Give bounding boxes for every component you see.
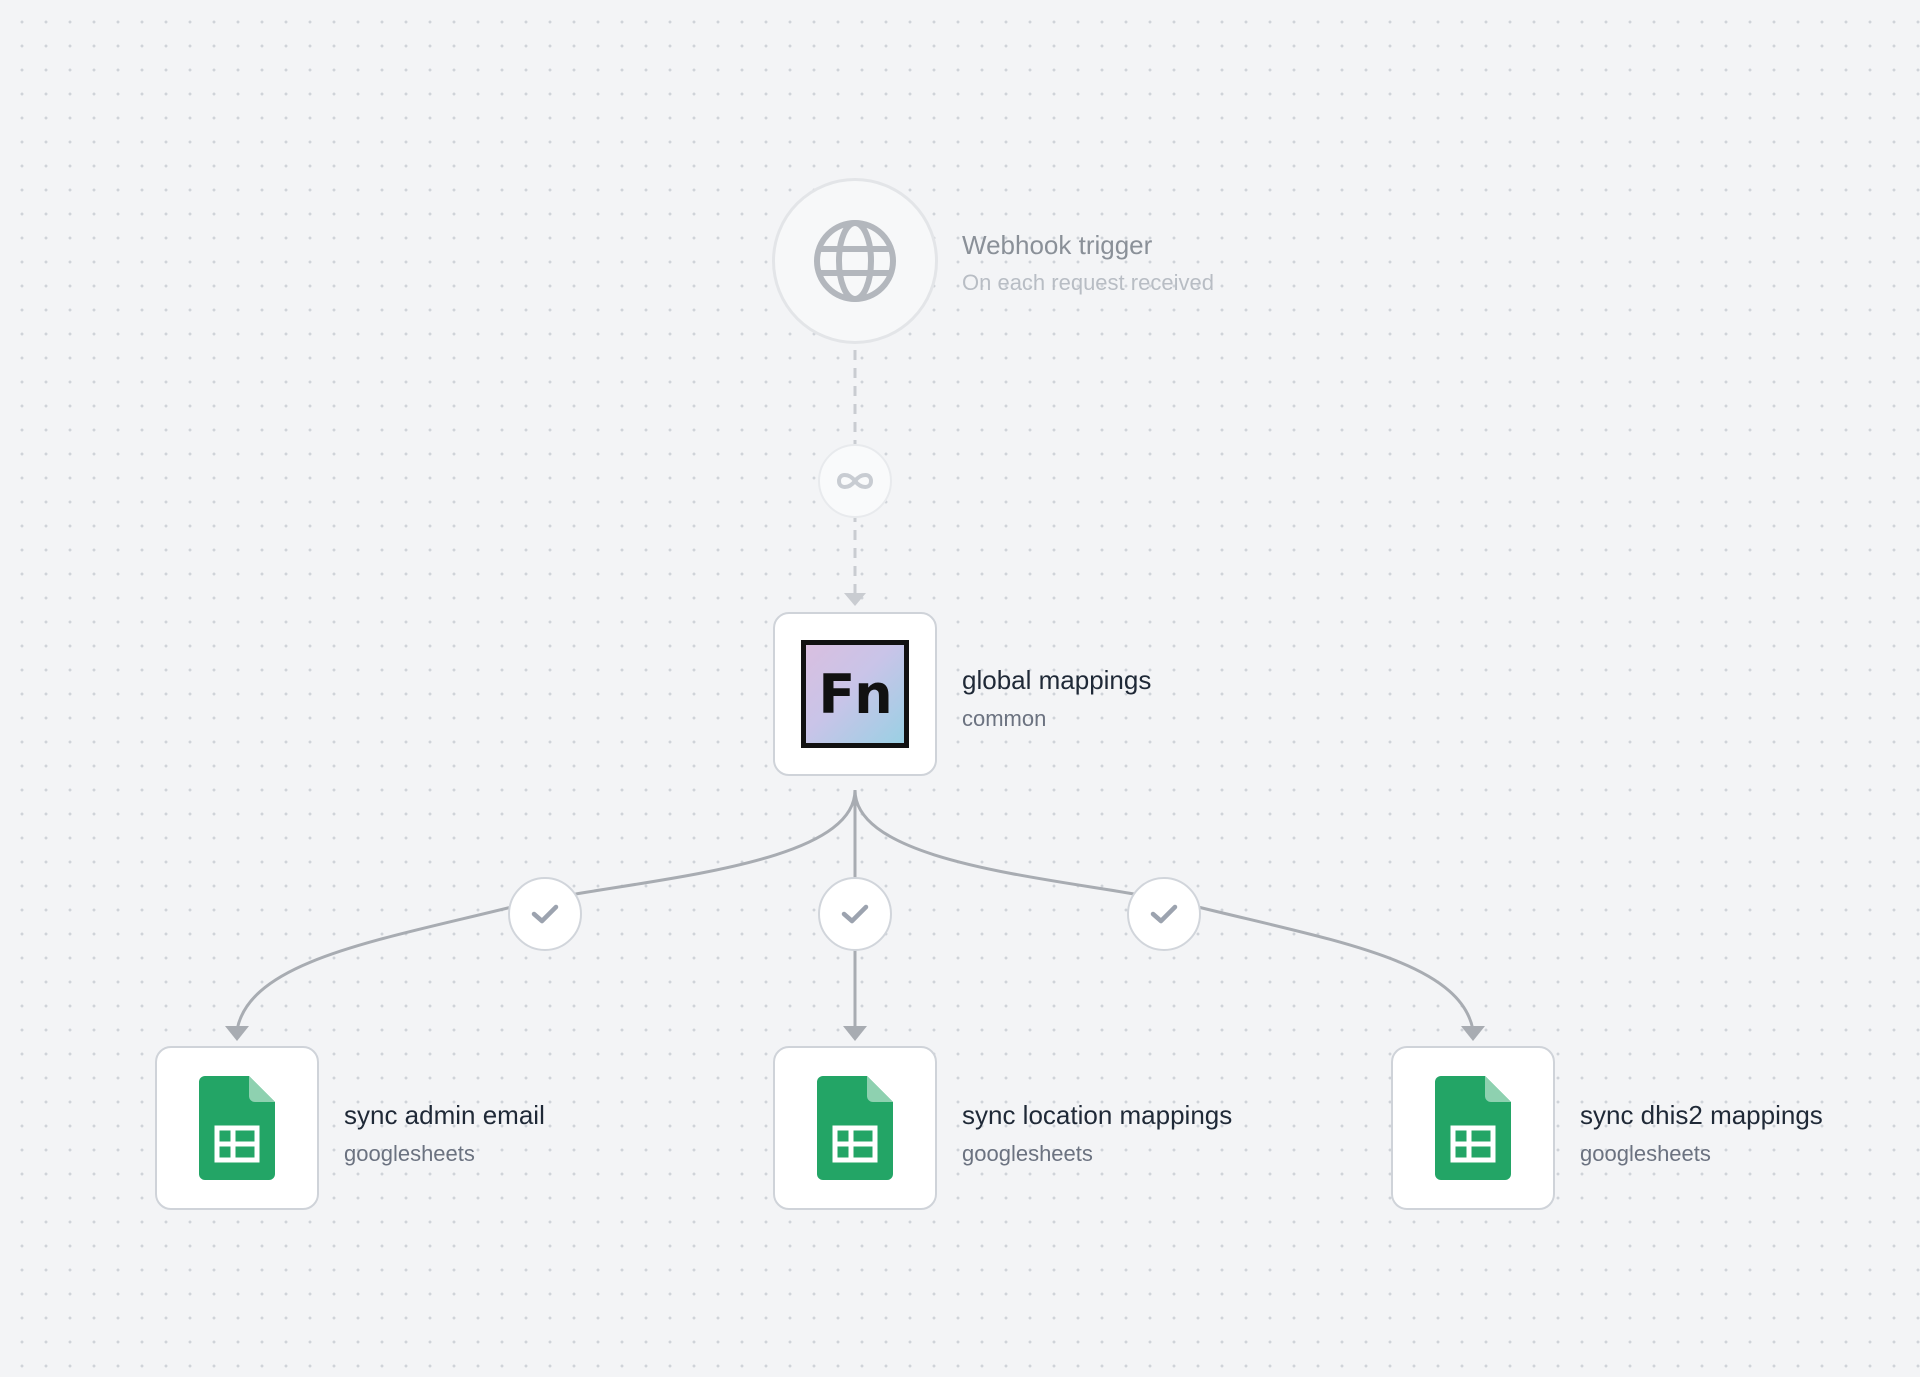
job-node-box[interactable]: Fn [773, 612, 937, 776]
trigger-subtitle: On each request received [962, 270, 1214, 295]
trigger-node-circle[interactable] [772, 178, 938, 344]
step-node-box[interactable] [1391, 1046, 1555, 1210]
job-subtitle: common [962, 706, 1047, 731]
job-edge-arrowhead-right [1461, 1026, 1485, 1041]
globe-icon [814, 220, 896, 302]
trigger-title: Webhook trigger [962, 230, 1153, 260]
job-edge-arrowhead-left [225, 1026, 249, 1041]
check-icon [841, 904, 869, 924]
fn-adaptor-icon-text: Fn [818, 662, 892, 726]
step-subtitle: googlesheets [962, 1141, 1093, 1166]
infinity-icon [836, 473, 874, 489]
google-sheets-icon [1435, 1076, 1511, 1180]
step-title: sync admin email [344, 1100, 545, 1130]
edge-button-right[interactable] [1127, 877, 1201, 951]
trigger-edge-button[interactable] [818, 444, 892, 518]
step-node-box[interactable] [773, 1046, 937, 1210]
check-icon [531, 904, 559, 924]
job-title: global mappings [962, 665, 1152, 695]
job-edge-arrowhead-middle [843, 1026, 867, 1041]
check-icon [1150, 904, 1178, 924]
edge-button-middle[interactable] [818, 877, 892, 951]
fn-adaptor-icon: Fn [801, 640, 909, 748]
step-title: sync location mappings [962, 1100, 1233, 1130]
step-node-box[interactable] [155, 1046, 319, 1210]
trigger-edge-arrowhead [844, 593, 866, 606]
step-subtitle: googlesheets [344, 1141, 475, 1166]
google-sheets-icon [199, 1076, 275, 1180]
google-sheets-icon [817, 1076, 893, 1180]
edge-button-left[interactable] [508, 877, 582, 951]
step-title: sync dhis2 mappings [1580, 1100, 1823, 1130]
step-subtitle: googlesheets [1580, 1141, 1711, 1166]
